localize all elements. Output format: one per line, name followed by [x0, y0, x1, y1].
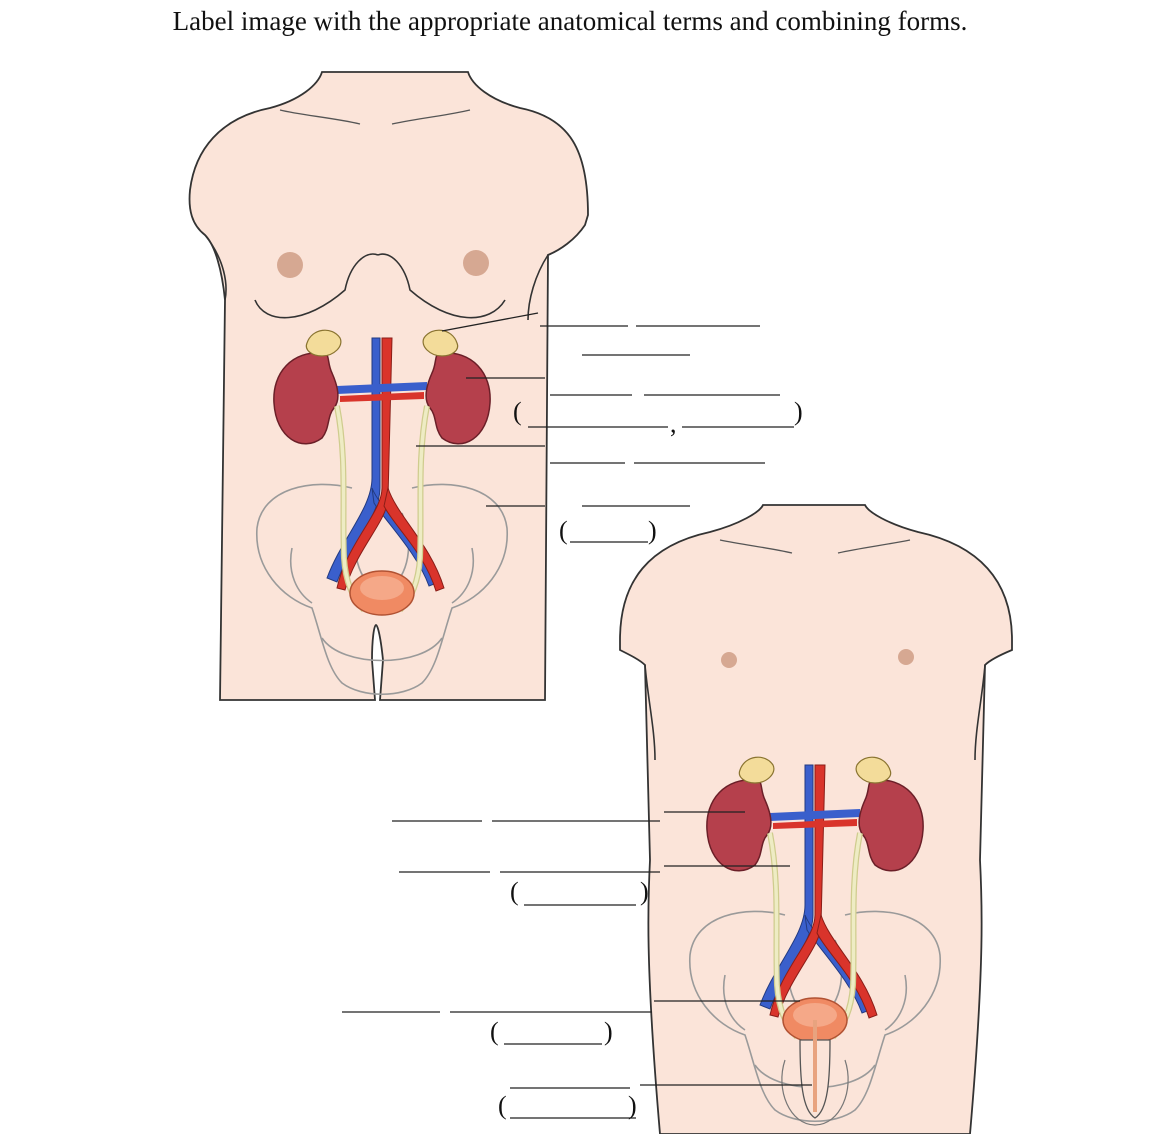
comma: , — [670, 409, 677, 438]
paren-open: ( — [559, 516, 568, 545]
paren-close: ) — [794, 397, 803, 426]
female-left-nipple-icon — [277, 252, 303, 278]
paren-close: ) — [604, 1017, 613, 1046]
male-right-nipple-icon — [898, 649, 914, 665]
female-answer-blanks — [528, 326, 794, 542]
paren-open: ( — [498, 1091, 507, 1120]
paren-open: ( — [490, 1017, 499, 1046]
paren-close: ) — [640, 877, 649, 906]
paren-open: ( — [510, 877, 519, 906]
male-answer-blanks — [342, 821, 660, 1118]
female-figure — [190, 72, 588, 700]
paren-close: ) — [648, 516, 657, 545]
male-figure — [620, 505, 1012, 1134]
female-right-nipple-icon — [463, 250, 489, 276]
paren-close: ) — [628, 1091, 637, 1120]
male-left-nipple-icon — [721, 652, 737, 668]
paren-open: ( — [513, 397, 522, 426]
